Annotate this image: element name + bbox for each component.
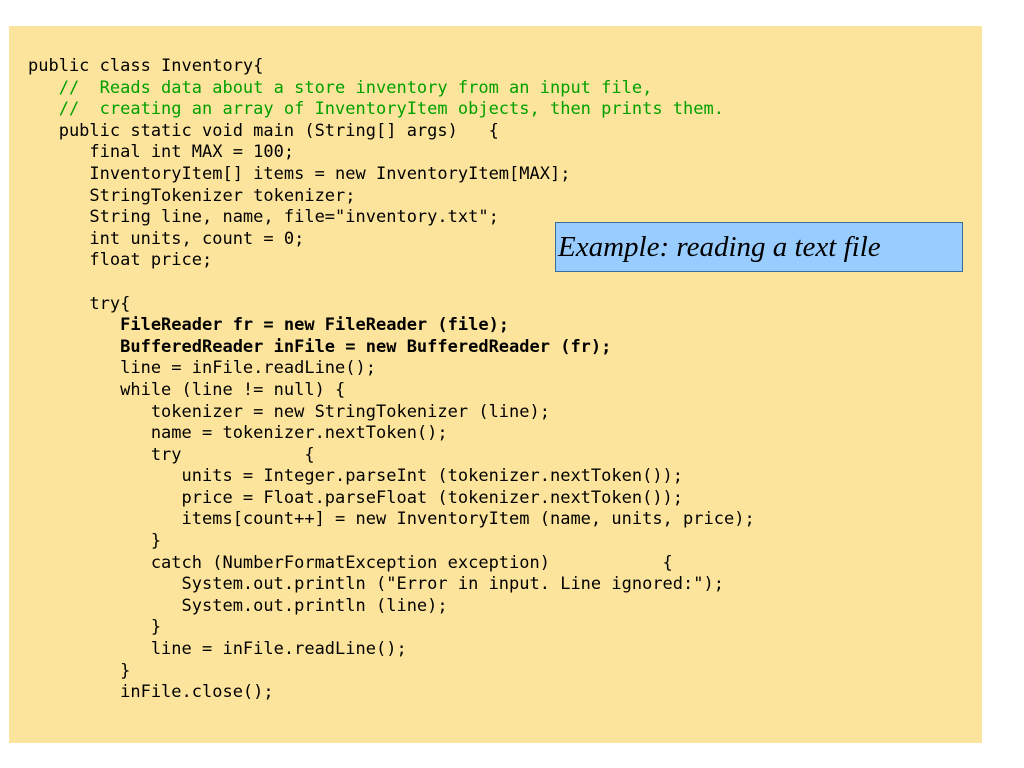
code-line: tokenizer = new StringTokenizer (line); xyxy=(28,401,550,422)
code-line xyxy=(28,272,755,294)
code-line: float price; xyxy=(28,250,213,271)
code-line: System.out.println (line); xyxy=(28,595,448,616)
example-callout-box: Example: reading a text file xyxy=(555,222,963,272)
code-line: try { xyxy=(28,444,315,465)
code-line: inFile.close(); xyxy=(28,682,274,703)
code-comment-line: // creating an array of InventoryItem ob… xyxy=(28,99,724,120)
code-line: public class Inventory{ xyxy=(28,56,264,76)
code-line: try{ xyxy=(28,293,131,314)
code-line: final int MAX = 100; xyxy=(28,142,295,163)
code-line: System.out.println ("Error in input. Lin… xyxy=(28,574,724,595)
code-line: public static void main (String[] args) … xyxy=(28,120,499,141)
code-line: price = Float.parseFloat (tokenizer.next… xyxy=(28,487,684,508)
code-line: units = Integer.parseInt (tokenizer.next… xyxy=(28,466,684,487)
code-line: } xyxy=(28,617,162,638)
code-block: public class Inventory{ // Reads data ab… xyxy=(28,56,755,704)
code-line: FileReader fr = new FileReader (file); xyxy=(28,315,510,336)
code-line: String line, name, file="inventory.txt"; xyxy=(28,207,499,228)
code-line: while (line != null) { xyxy=(28,379,346,400)
code-line: StringTokenizer tokenizer; xyxy=(28,185,356,206)
code-line: line = inFile.readLine(); xyxy=(28,639,407,660)
code-line: name = tokenizer.nextToken(); xyxy=(28,423,448,444)
callout-title: Example: reading a text file xyxy=(558,231,881,263)
code-line: } xyxy=(28,660,131,681)
code-line: line = inFile.readLine(); xyxy=(28,358,376,379)
code-line: int units, count = 0; xyxy=(28,228,305,249)
code-line: BufferedReader inFile = new BufferedRead… xyxy=(28,336,612,357)
code-line: catch (NumberFormatException exception) … xyxy=(28,552,673,573)
code-line: } xyxy=(28,531,162,552)
code-line: InventoryItem[] items = new InventoryIte… xyxy=(28,163,571,184)
code-line: items[count++] = new InventoryItem (name… xyxy=(28,509,755,530)
code-comment-line: // Reads data about a store inventory fr… xyxy=(28,77,653,98)
code-panel: public class Inventory{ // Reads data ab… xyxy=(9,26,982,743)
